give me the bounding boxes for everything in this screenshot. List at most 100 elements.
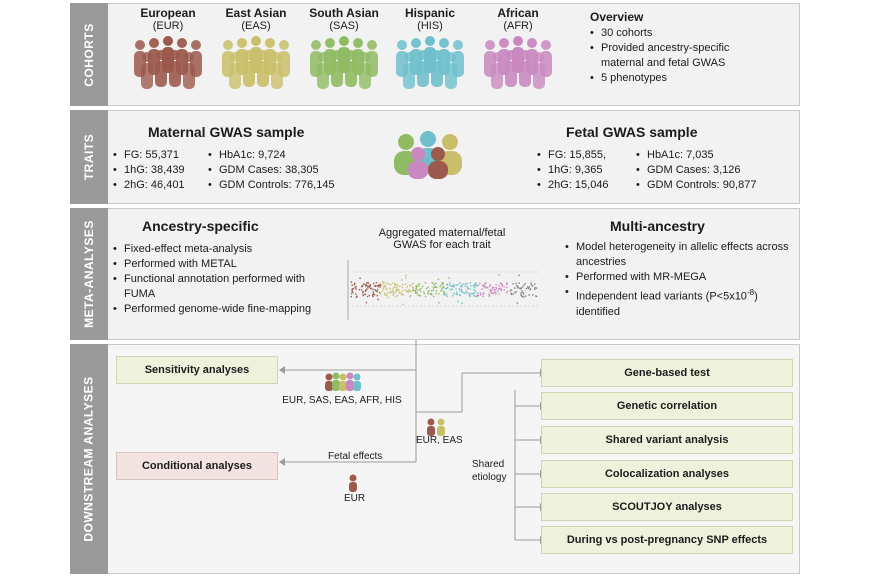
manhattan-point [458,288,461,290]
manhattan-point [409,295,411,298]
manhattan-point [526,286,529,288]
manhattan-point [485,287,488,289]
manhattan-point [395,295,397,298]
manhattan-point [452,295,454,297]
manhattan-point [446,283,448,285]
manhattan-point [365,282,368,284]
manhattan-point [470,285,472,287]
manhattan-point [484,282,486,285]
conditional-person-icon [349,474,357,492]
manhattan-point [367,287,369,289]
manhattan-point [512,283,514,285]
manhattan-point [475,284,478,287]
manhattan-point [440,284,443,286]
manhattan-point [489,285,491,287]
manhattan-point [372,288,374,290]
overview-list: 30 cohorts Provided ancestry-specific ma… [590,26,770,86]
manhattan-point [483,284,485,286]
manhattan-point [379,284,382,287]
manhattan-point [375,290,377,292]
manhattan-point [376,294,378,297]
manhattan-point [432,282,434,284]
manhattan-point [441,288,443,290]
cohort-code: (AFR) [503,20,533,32]
fetal-title: Fetal GWAS sample [566,124,698,140]
manhattan-point [440,290,442,292]
manhattan-point [425,287,428,290]
manhattan-point [496,290,499,292]
manhattan-point [444,294,446,296]
manhattan-point [534,283,536,285]
manhattan-point [420,287,422,290]
manhattan-point [467,288,469,290]
downstream-sidebar: DOWNSTREAM ANALYSES [70,344,108,574]
manhattan-point [435,292,438,295]
manhattan-point [397,288,399,291]
manhattan-point [473,292,476,294]
cohort-eur: European(EUR) [128,6,208,91]
manhattan-point [392,282,394,284]
overview-item: 30 cohorts [590,26,770,41]
manhattan-point [382,281,384,283]
manhattan-point [491,286,494,289]
manhattan-point [432,284,435,286]
manhattan-point [523,284,525,286]
sensitivity-populations: EUR, SAS, EAS, AFR, HIS [282,395,402,406]
manhattan-point [392,290,394,292]
manhattan-point [369,285,371,287]
manhattan-point [379,291,381,294]
overview-title: Overview [590,10,644,24]
manhattan-point [350,281,353,283]
cohort-name: East Asian [225,6,287,20]
manhattan-point [377,298,379,301]
fetal-value: GDM Controls: 90,877 [636,178,796,193]
manhattan-point [393,293,395,295]
manhattan-point [535,287,538,289]
manhattan-point [379,286,381,288]
manhattan-point [498,288,501,290]
manhattan-point [449,288,451,291]
manhattan-point [419,294,421,297]
manhattan-point [427,286,429,288]
manhattan-point [384,292,386,295]
cohort-name: European [140,6,196,20]
manhattan-point [469,281,472,284]
cohort-his: Hispanic(HIS) [390,6,470,91]
manhattan-point [391,289,394,291]
manhattan-point [465,290,468,293]
lead-variants-suffix: ) [754,290,758,303]
manhattan-point [515,282,517,285]
manhattan-point [429,293,432,295]
manhattan-point [445,293,448,295]
lead-variants-sup: -8 [746,288,755,297]
manhattan-point [482,295,484,297]
manhattan-point [401,279,403,281]
overview-item: 5 phenotypes [590,71,770,86]
manhattan-point [449,284,451,286]
conditional-population: EUR [344,493,366,504]
manhattan-point [492,286,495,289]
meta-analyses-sidebar: META-ANALYSES [70,208,108,340]
manhattan-point [359,277,361,279]
manhattan-point [430,292,432,295]
manhattan-point [498,274,500,276]
manhattan-point [525,287,527,290]
manhattan-point [380,293,382,295]
overview: Overview 30 cohorts Provided ancestry-sp… [590,10,770,86]
manhattan-point [423,291,425,293]
manhattan-point [382,282,384,284]
family-group-icon [394,131,462,179]
manhattan-point [383,282,385,284]
manhattan-point [372,291,374,293]
cohort-name: African [497,6,539,20]
manhattan-point [427,291,429,293]
manhattan-point [473,289,475,291]
manhattan-point [510,292,513,294]
manhattan-point [446,295,448,297]
manhattan-point [469,295,471,297]
manhattan-point [424,282,427,284]
manhattan-point [466,291,468,294]
manhattan-point [402,294,405,296]
manhattan-point [474,283,476,285]
manhattan-point [529,288,531,290]
